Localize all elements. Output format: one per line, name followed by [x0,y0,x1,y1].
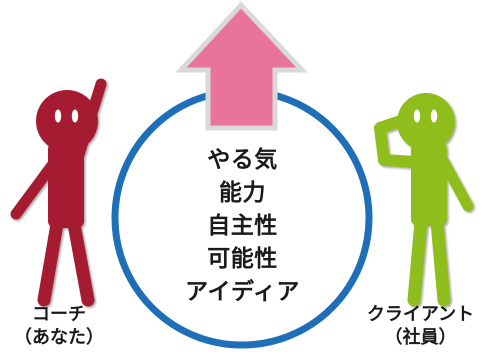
client-role: クライアント [366,304,475,325]
coach-eyes [54,109,79,123]
growth-elements-list: やる気 能力 自主性 可能性 アイディア [170,144,315,309]
element-potential: 可能性 [207,246,278,272]
element-autonomy: 自主性 [207,213,278,239]
growth-arrow [175,1,308,131]
client-figure [374,93,474,307]
client-label: クライアント （社員） [356,303,485,349]
coach-figure [10,78,107,307]
coach-role: コーチ [32,304,86,325]
element-ideas: アイディア [185,279,300,305]
element-motivation: やる気 [207,147,278,173]
client-sub: （社員） [384,327,457,348]
element-ability: 能力 [219,180,266,206]
client-eyes [413,109,438,123]
coach-sub: （あなた） [14,327,104,348]
coach-label: コーチ （あなた） [0,303,118,349]
